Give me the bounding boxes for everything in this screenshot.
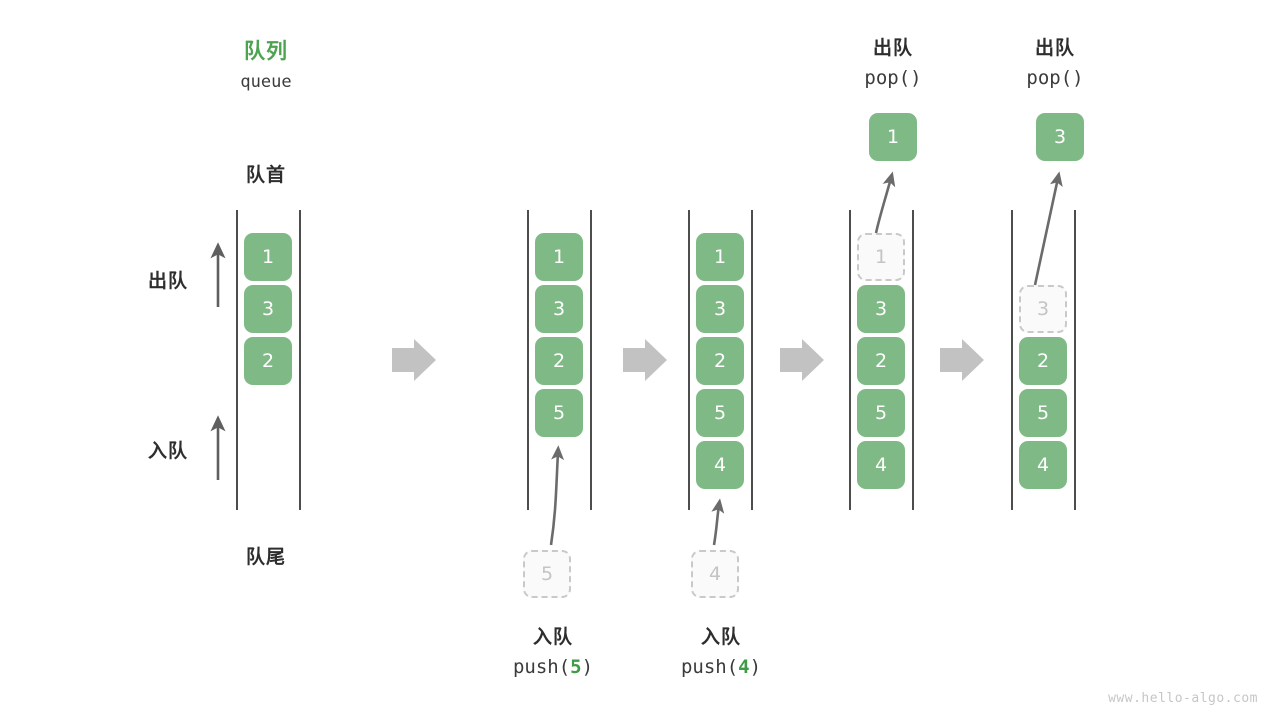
rail-right-col2: [590, 210, 592, 510]
watermark: www.hello-algo.com: [1108, 691, 1258, 706]
pop-header-cn: 出队: [1034, 38, 1075, 59]
pop-arrow-1: [874, 171, 896, 234]
queue-cell: 1: [535, 233, 583, 281]
queue-cell: 5: [1019, 389, 1067, 437]
push-arrow-1: [549, 445, 565, 546]
queue-cell: 5: [857, 389, 905, 437]
rail-left-col1: [236, 210, 238, 510]
rail-left-col3: [688, 210, 690, 510]
incoming-ghost-cell: 4: [691, 550, 739, 598]
queue-cell: 4: [696, 441, 744, 489]
pop-arrow-2: [1033, 171, 1063, 286]
queue-cell: 2: [696, 337, 744, 385]
front-label: 队首: [245, 165, 286, 186]
queue-cell: 2: [535, 337, 583, 385]
queue-cell: 4: [1019, 441, 1067, 489]
push-caption-1: 入队 push(5): [458, 622, 648, 678]
flow-arrow: [392, 339, 436, 381]
incoming-ghost-cell: 5: [523, 550, 571, 598]
dequeue-direction-label: 出队: [148, 271, 189, 292]
rail-right-col3: [751, 210, 753, 510]
popped-cell: 1: [869, 113, 917, 161]
queue-cell: 2: [857, 337, 905, 385]
pop-header-1: 出队 pop(): [818, 33, 968, 89]
rail-right-col1: [299, 210, 301, 510]
pop-header-code: pop(): [864, 67, 922, 89]
diagram-title-cn: 队列: [244, 40, 288, 63]
rail-right-col5: [1074, 210, 1076, 510]
rear-label: 队尾: [245, 547, 286, 568]
queue-cell: 2: [244, 337, 292, 385]
queue-cell: 3: [696, 285, 744, 333]
queue-cell: 2: [1019, 337, 1067, 385]
pop-header-code: pop(): [1026, 67, 1084, 89]
queue-cell: 3: [244, 285, 292, 333]
diagram-title-code: queue: [240, 72, 292, 92]
queue-cell: 5: [535, 389, 583, 437]
pop-header-cn: 出队: [872, 38, 913, 59]
push-caption-code: push(4): [680, 656, 762, 678]
queue-cell: 1: [696, 233, 744, 281]
queue-cell: 1: [244, 233, 292, 281]
push-caption-cn: 入队: [700, 627, 741, 648]
rail-left-col2: [527, 210, 529, 510]
queue-cell-removed: 1: [857, 233, 905, 281]
rail-right-col4: [912, 210, 914, 510]
queue-cell: 4: [857, 441, 905, 489]
flow-arrow: [940, 339, 984, 381]
flow-arrow: [623, 339, 667, 381]
push-caption-2: 入队 push(4): [626, 622, 816, 678]
queue-cell-removed: 3: [1019, 285, 1067, 333]
queue-cell: 3: [535, 285, 583, 333]
flow-arrow: [780, 339, 824, 381]
queue-cell: 3: [857, 285, 905, 333]
push-caption-cn: 入队: [532, 627, 573, 648]
pop-header-2: 出队 pop(): [980, 33, 1130, 89]
push-arrow-2: [711, 498, 725, 546]
enqueue-direction-label: 入队: [148, 441, 189, 462]
popped-cell: 3: [1036, 113, 1084, 161]
queue-cell: 5: [696, 389, 744, 437]
rail-left-col4: [849, 210, 851, 510]
rail-left-col5: [1011, 210, 1013, 510]
push-caption-code: push(5): [512, 656, 594, 678]
